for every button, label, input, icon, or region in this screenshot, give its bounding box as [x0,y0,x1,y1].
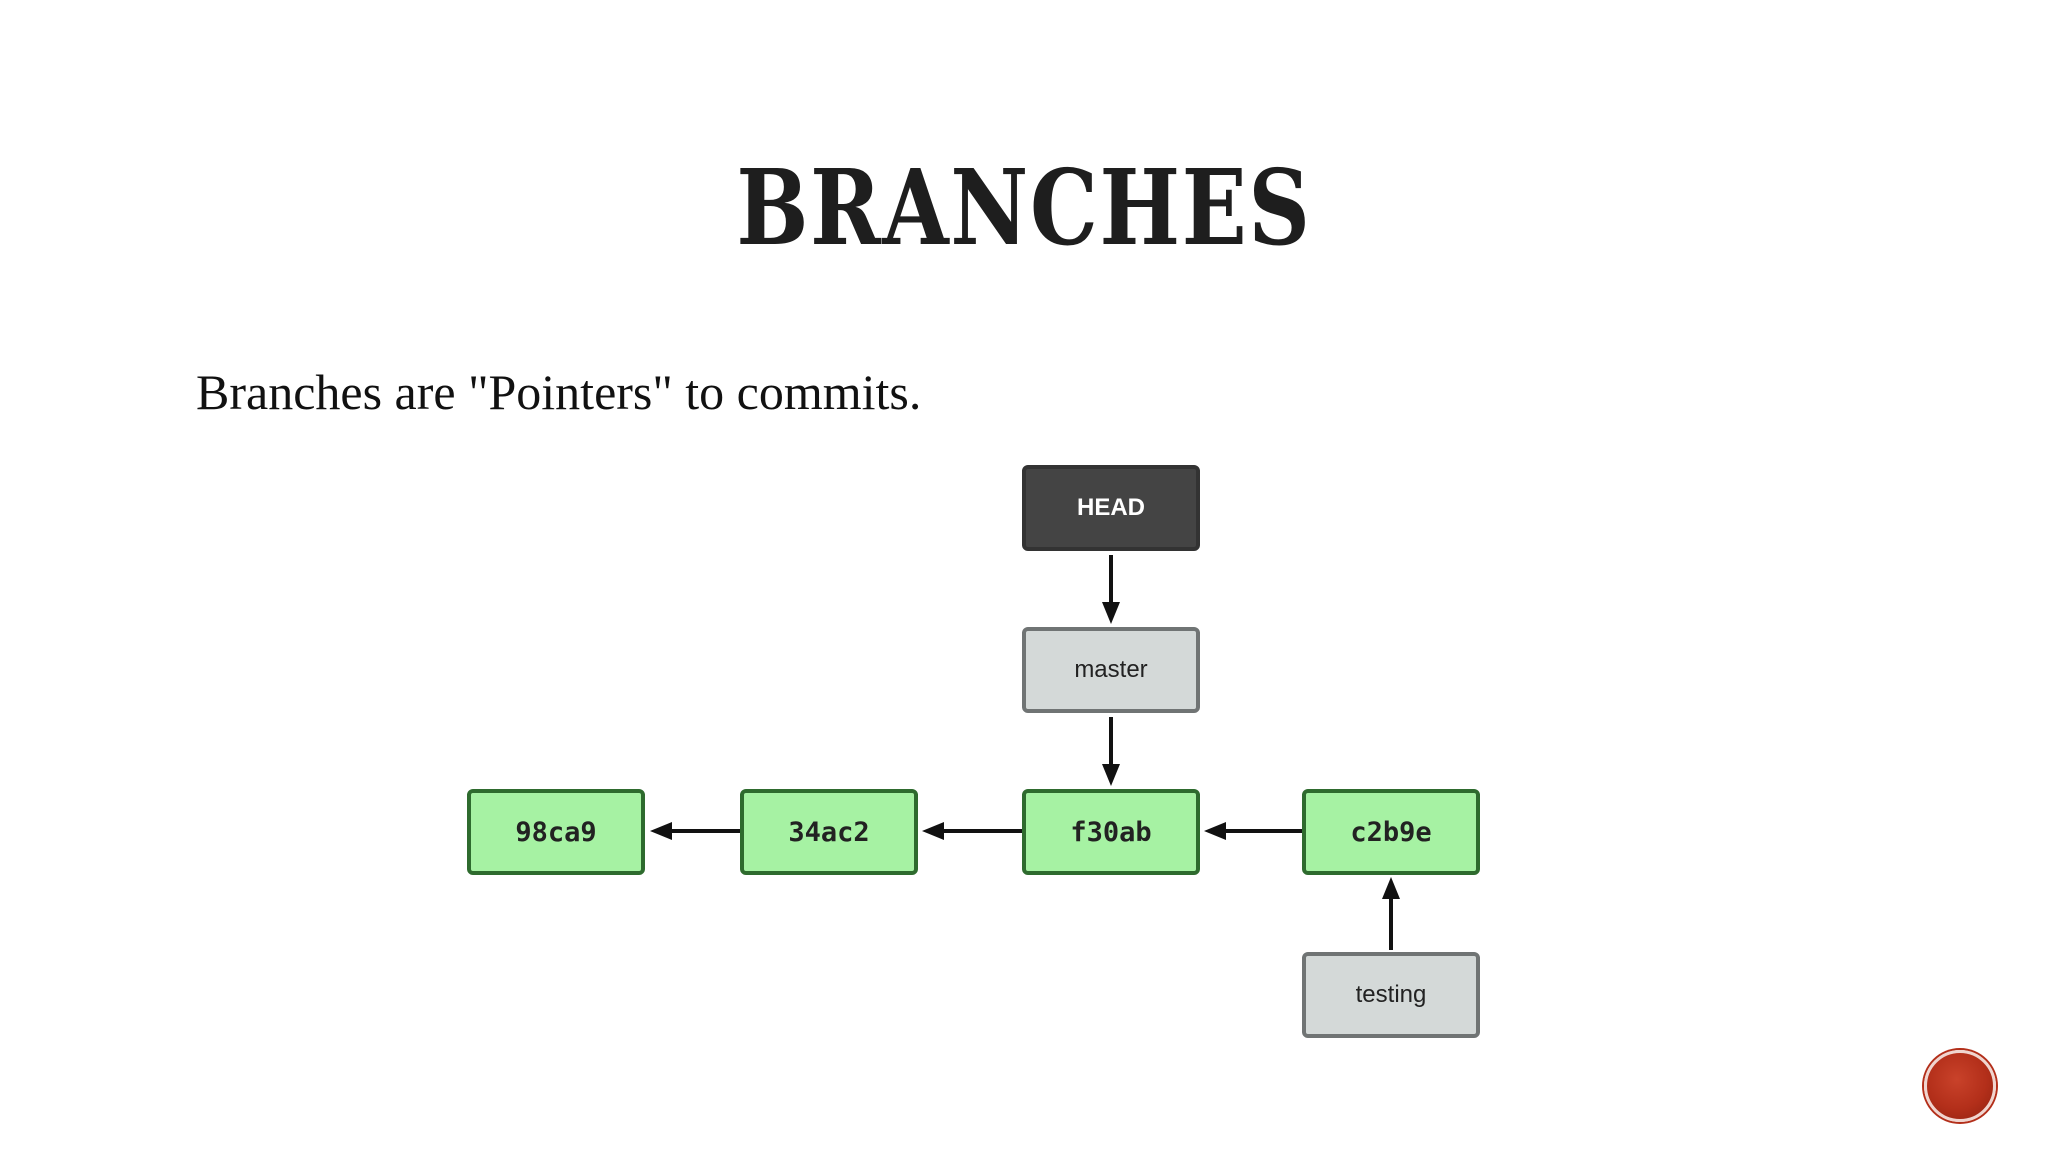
arrow-head-to-master [1102,555,1120,624]
next-slide-circle-icon[interactable] [1924,1050,1996,1122]
slide-title: BRANCHES [736,146,1312,269]
commit-f30ab: f30ab [1022,789,1200,875]
slide-subtitle: Branches are "Pointers" to commits. [196,364,922,420]
branch-master: master [1022,627,1200,713]
commit-c2b9e: c2b9e [1302,789,1480,875]
arrow-master-to-f30ab [1102,717,1120,786]
arrow-c2b9e-to-f30ab [1204,822,1302,840]
commit-34ac2: 34ac2 [740,789,918,875]
head-pointer: HEAD [1022,465,1200,551]
arrow-34ac2-to-98ca9 [650,822,740,840]
branch-testing: testing [1302,952,1480,1038]
commit-98ca9: 98ca9 [467,789,645,875]
arrow-f30ab-to-34ac2 [922,822,1022,840]
arrow-testing-to-c2b9e [1382,877,1400,950]
